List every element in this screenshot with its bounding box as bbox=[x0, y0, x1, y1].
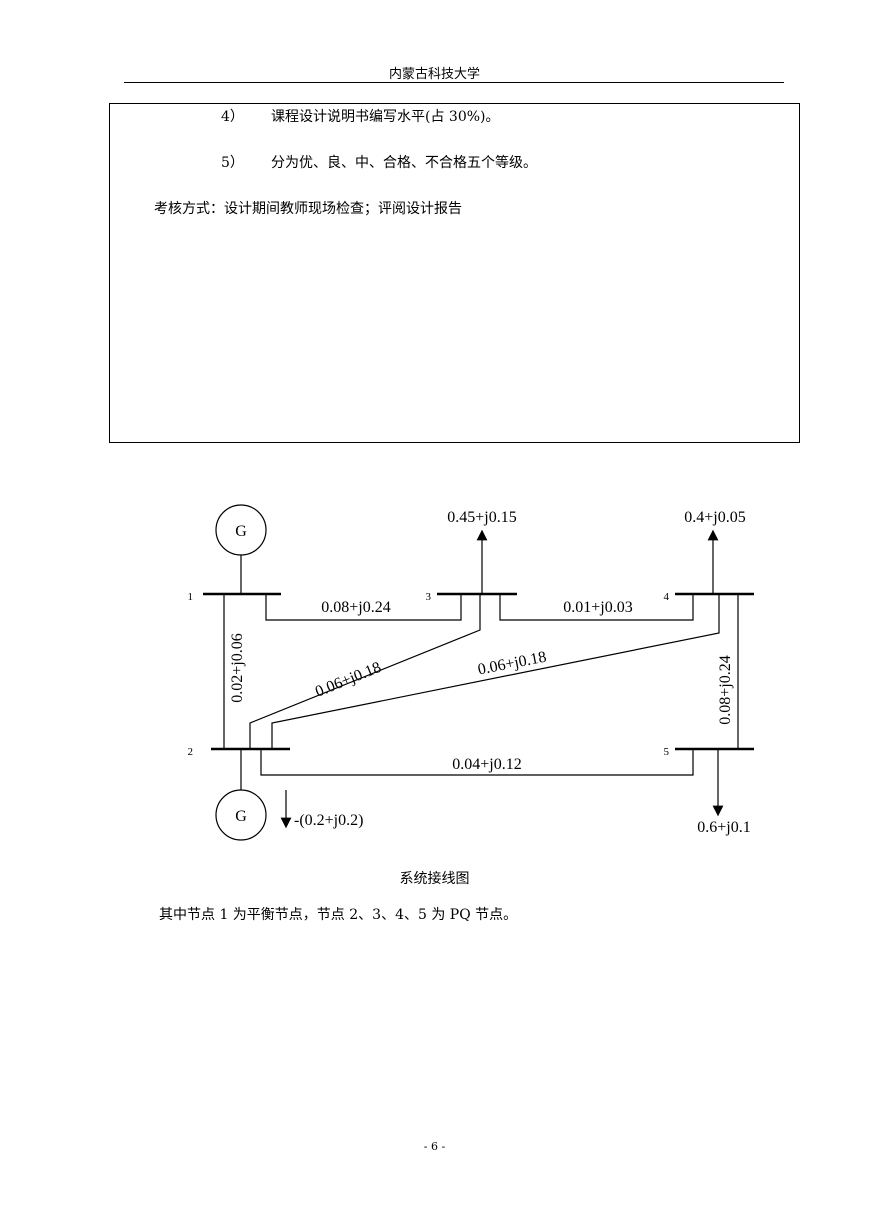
load-label-bus4: 0.4+j0.05 bbox=[684, 509, 745, 526]
load-label-bus2: -(0.2+j0.2) bbox=[294, 812, 363, 829]
page-number: - 6 - bbox=[423, 1140, 446, 1153]
system-wiring-diagram: G G 1 2 3 4 5 0.08+j0.24 0.02+j0.06 0.06… bbox=[188, 504, 754, 841]
header-divider bbox=[124, 82, 784, 83]
impedance-label-2-5: 0.04+j0.12 bbox=[452, 756, 521, 773]
line-1-3 bbox=[265, 594, 462, 621]
line-3-4 bbox=[499, 594, 694, 621]
diagram-caption: 系统接线图 bbox=[399, 871, 470, 887]
bus-number-4: 4 bbox=[664, 591, 670, 603]
load-label-bus5: 0.6+j0.1 bbox=[697, 819, 750, 836]
generator-label-1: G bbox=[235, 523, 247, 540]
impedance-label-3-4: 0.01+j0.03 bbox=[563, 599, 632, 616]
bus-number-1: 1 bbox=[188, 591, 194, 603]
impedance-label-4-5: 0.08+j0.24 bbox=[717, 655, 734, 724]
item-text: 分为优、良、中、合格、不合格五个等级。 bbox=[271, 155, 537, 171]
line-2-5 bbox=[260, 749, 694, 776]
evaluation-box bbox=[109, 103, 800, 443]
assessment-method: 考核方式：设计期间教师现场检查；评阅设计报告 bbox=[154, 201, 462, 217]
item-number: 5） bbox=[221, 155, 244, 171]
node-description: 其中节点 1 为平衡节点，节点 2、3、4、5 为 PQ 节点。 bbox=[159, 907, 518, 923]
impedance-label-1-3: 0.08+j0.24 bbox=[321, 599, 390, 616]
generator-bus1: G bbox=[215, 504, 267, 594]
impedance-label-1-2: 0.02+j0.06 bbox=[229, 633, 246, 702]
line-2-3 bbox=[249, 594, 481, 749]
line-2-4 bbox=[271, 594, 720, 749]
item-text: 课程设计说明书编写水平(占 30%)。 bbox=[271, 109, 500, 125]
bus-number-2: 2 bbox=[188, 746, 194, 758]
evaluation-item-5: 5） 分为优、良、中、合格、不合格五个等级。 bbox=[221, 152, 537, 172]
evaluation-item-4: 4） 课程设计说明书编写水平(占 30%)。 bbox=[221, 106, 500, 126]
item-number: 4） bbox=[221, 109, 244, 125]
generator-symbol-2 bbox=[215, 789, 267, 841]
generator-label-2: G bbox=[235, 808, 247, 825]
generator-bus2: G bbox=[215, 749, 267, 841]
page-header-title: 内蒙古科技大学 bbox=[388, 67, 480, 82]
bus-number-5: 5 bbox=[664, 746, 670, 758]
bus-number-3: 3 bbox=[426, 591, 432, 603]
load-label-bus3: 0.45+j0.15 bbox=[447, 509, 516, 526]
impedance-label-2-3: 0.06+j0.18 bbox=[313, 659, 384, 701]
